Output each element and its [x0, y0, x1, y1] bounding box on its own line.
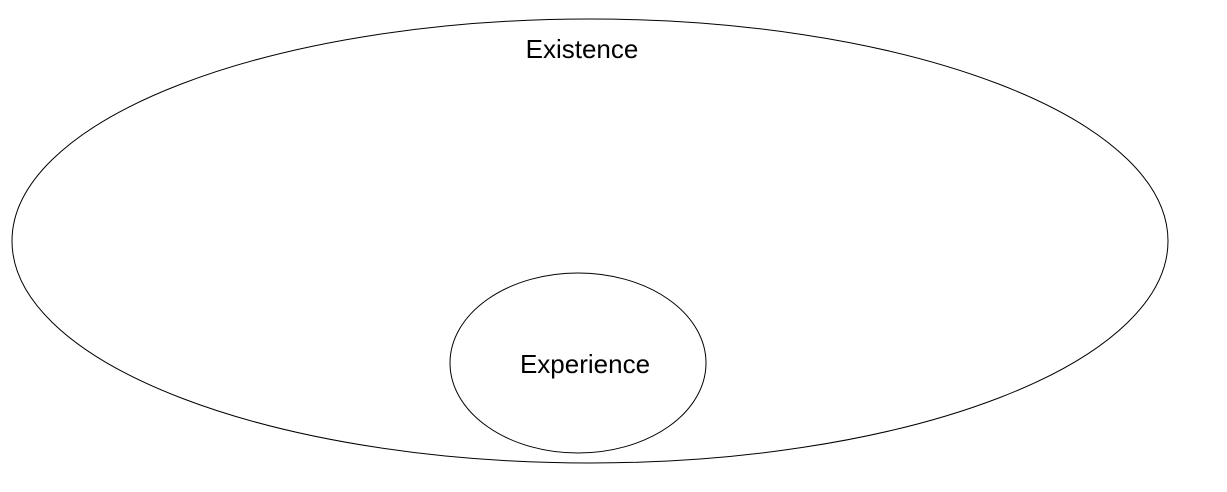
existence-label: Existence — [525, 34, 639, 64]
existence-ellipse — [11, 18, 1169, 464]
experience-ellipse — [449, 272, 707, 454]
experience-label: Experience — [519, 349, 651, 379]
